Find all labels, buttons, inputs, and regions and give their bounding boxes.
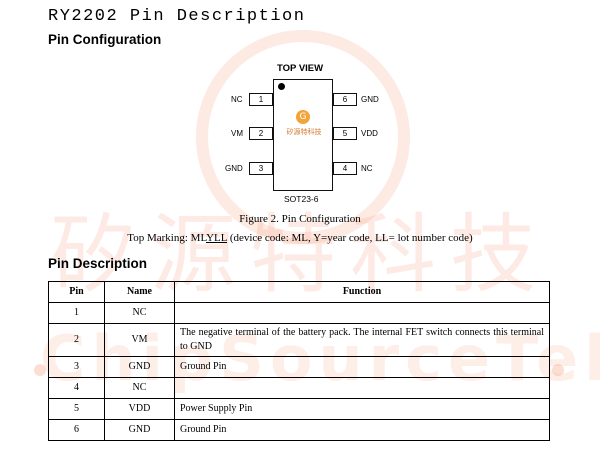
pin-label-left-2: VM [231,129,243,138]
brand-logo-text: 矽源特科技 [286,128,322,136]
table-row: 6 GND Ground Pin [48,419,550,441]
top-view-label: TOP VIEW [277,63,324,74]
top-marking-suffix: (device code: ML, Y=year code, LL= lot n… [227,232,473,244]
cell-function [174,302,550,324]
pin-description-heading: Pin Description [48,256,148,271]
cell-name: NC [104,302,175,324]
cell-function: Power Supply Pin [174,398,550,420]
top-marking-note: Top Marking: MLYLL (device code: ML, Y=y… [0,232,600,244]
pin-box-right-4: 4 [333,162,357,175]
cell-name: GND [104,419,175,441]
brand-logo-icon: G [296,110,310,124]
cell-pin: 2 [48,323,105,357]
cell-pin: 3 [48,356,105,378]
pin-label-left-1: NC [231,95,243,104]
cell-name: VDD [104,398,175,420]
cell-name: NC [104,377,175,399]
pin-label-right-4: NC [361,164,373,173]
pin-description-table: Pin Name Function 1 NC 2 VM The negative… [48,281,550,441]
watermark-dot-left [34,364,46,376]
cell-pin: 1 [48,302,105,324]
cell-pin: 5 [48,398,105,420]
header-pin: Pin [48,281,105,303]
cell-function: Ground Pin [174,419,550,441]
table-row: 3 GND Ground Pin [48,356,550,378]
table-row: 4 NC [48,377,550,399]
pin-label-right-5: VDD [361,129,378,138]
cell-pin: 6 [48,419,105,441]
top-marking-code: YLL [206,232,228,244]
pin-configuration-heading: Pin Configuration [48,32,162,47]
top-marking-prefix: Top Marking: ML [127,232,207,244]
pin-box-left-1: 1 [249,93,273,106]
cell-function: The negative terminal of the battery pac… [174,323,550,357]
pin-label-left-3: GND [225,164,243,173]
pin-box-left-2: 2 [249,127,273,140]
header-name: Name [104,281,175,303]
document-title: RY2202 Pin Description [48,7,306,26]
figure-caption: Figure 2. Pin Configuration [239,213,361,225]
pin1-marker-dot [278,83,285,90]
table-row: 5 VDD Power Supply Pin [48,398,550,420]
table-row: 1 NC [48,302,550,324]
table-header-row: Pin Name Function [48,281,550,303]
pin-box-right-6: 6 [333,93,357,106]
chip-package: G 矽源特科技 [273,79,333,191]
header-function: Function [174,281,550,303]
cell-pin: 4 [48,377,105,399]
package-name: SOT23-6 [284,194,319,204]
table-row: 2 VM The negative terminal of the batter… [48,323,550,357]
pin-label-right-6: GND [361,95,379,104]
pin-box-right-5: 5 [333,127,357,140]
pin-box-left-3: 3 [249,162,273,175]
cell-name: VM [104,323,175,357]
cell-function [174,377,550,399]
cell-name: GND [104,356,175,378]
cell-function: Ground Pin [174,356,550,378]
watermark-dot-right [552,364,564,376]
